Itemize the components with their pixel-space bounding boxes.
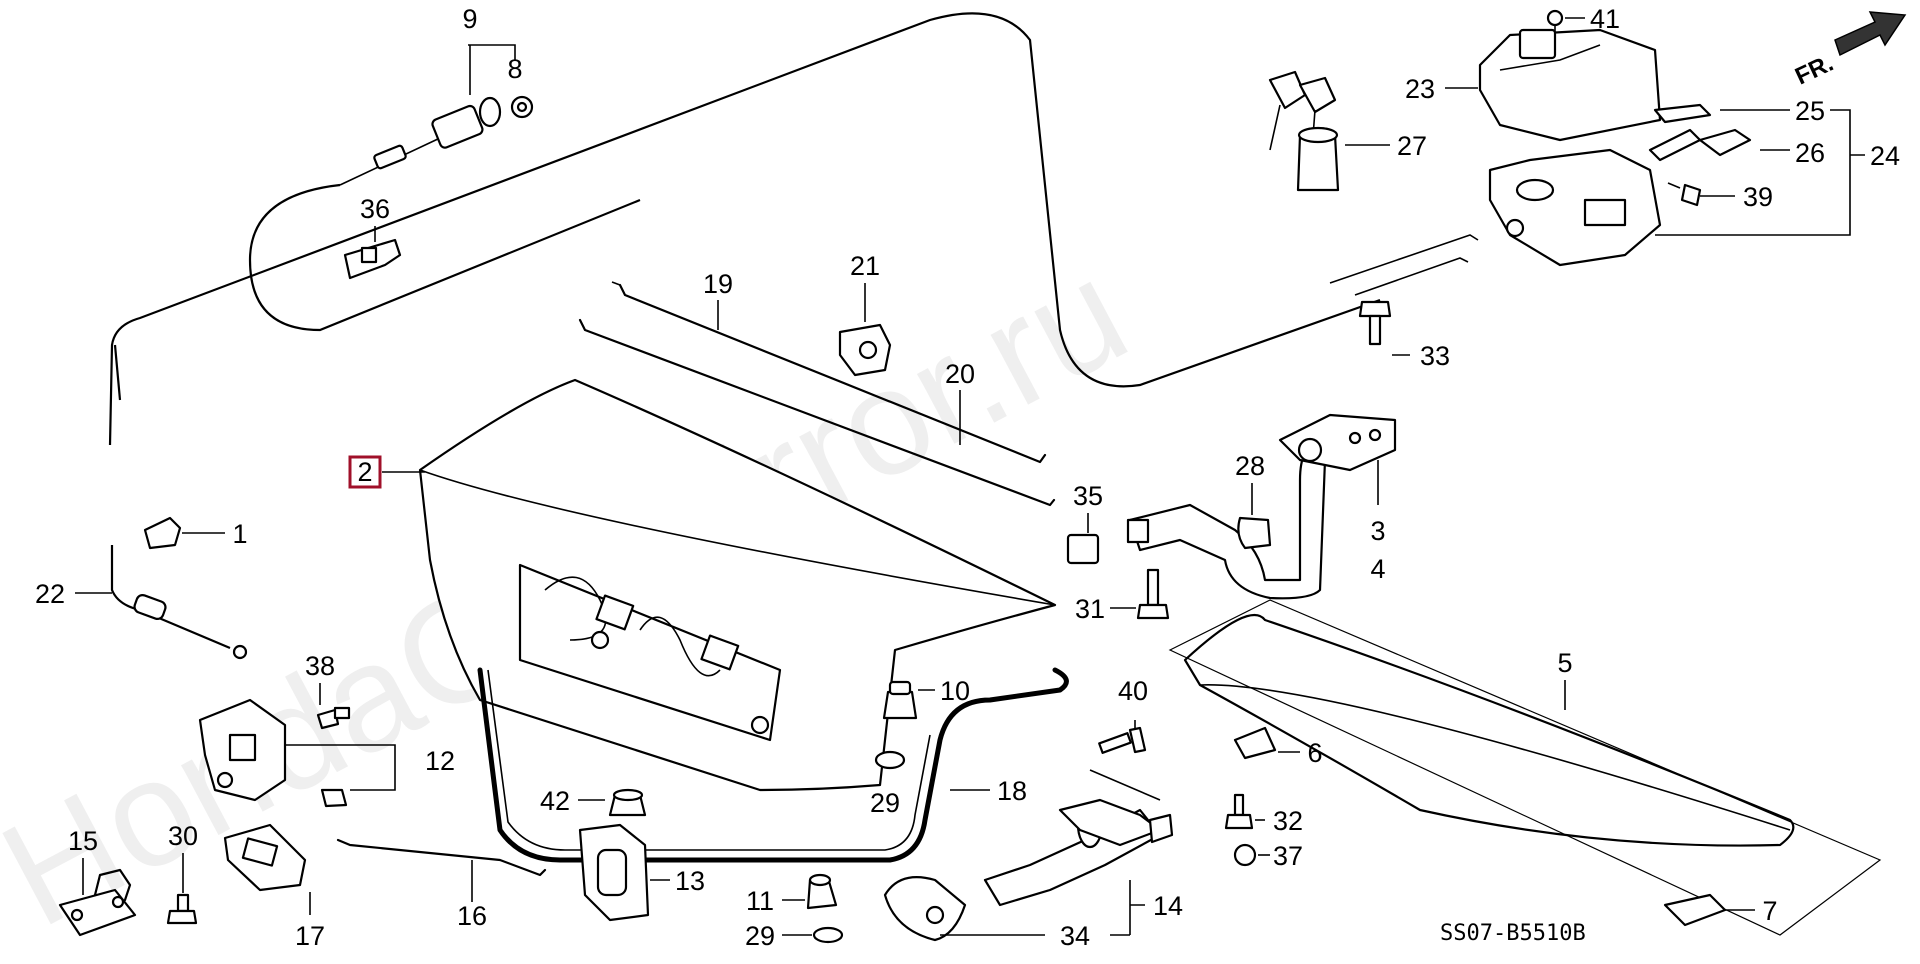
callout-19: 19 <box>703 269 733 299</box>
callout-32: 32 <box>1273 806 1303 836</box>
callout-12: 12 <box>425 746 455 776</box>
key-and-cylinder[interactable] <box>1268 70 1340 192</box>
callout-34: 34 <box>1060 921 1090 951</box>
spoiler-bracket-7[interactable] <box>1663 893 1727 927</box>
latch-plate-26[interactable] <box>1698 128 1752 157</box>
hinge-cushion-28[interactable] <box>1237 516 1272 550</box>
rod-16[interactable] <box>336 838 547 877</box>
callout-17: 17 <box>295 921 325 951</box>
grommet-42[interactable] <box>608 788 647 817</box>
callout-2[interactable]: 2 <box>357 457 372 487</box>
rod-clip-21[interactable] <box>838 323 892 377</box>
callout-9: 9 <box>462 4 477 34</box>
callout-37: 37 <box>1273 841 1303 871</box>
callout-15: 15 <box>68 826 98 856</box>
callout-26: 26 <box>1795 138 1825 168</box>
bolt-38[interactable] <box>316 706 351 730</box>
callout-22: 22 <box>35 579 65 609</box>
callout-3: 3 <box>1370 516 1385 546</box>
callout-8: 8 <box>507 54 522 84</box>
screw-41[interactable] <box>1546 9 1564 38</box>
callout-29-lower: 29 <box>745 921 775 951</box>
callout-33: 33 <box>1420 341 1450 371</box>
callout-14: 14 <box>1153 891 1183 921</box>
diagram-code: SS07-B5510B <box>1440 921 1586 946</box>
callout-2-highlight <box>348 455 382 489</box>
front-direction-arrow-icon <box>1834 11 1907 57</box>
latch-bracket-12[interactable] <box>198 698 287 802</box>
direction-label: FR. <box>1791 50 1837 91</box>
callout-36: 36 <box>360 194 390 224</box>
callout-38: 38 <box>305 651 335 681</box>
lock-cover-13[interactable] <box>578 823 650 922</box>
bolt-32[interactable] <box>1224 793 1254 830</box>
callout-6: 6 <box>1307 738 1322 768</box>
callout-42: 42 <box>540 786 570 816</box>
stopper-10[interactable] <box>882 680 918 720</box>
callout-7: 7 <box>1762 896 1777 926</box>
trunk-lid[interactable] <box>418 378 1057 792</box>
bolt-33[interactable] <box>1358 300 1392 346</box>
callout-31: 31 <box>1075 594 1105 624</box>
callout-25: 25 <box>1795 96 1825 126</box>
callout-24: 24 <box>1870 141 1900 171</box>
trunk-opener-handle[interactable] <box>983 798 1174 907</box>
switch-housing-17[interactable] <box>223 823 307 892</box>
key-cylinder-cable-loop <box>248 183 641 332</box>
clip-35[interactable] <box>1066 533 1100 565</box>
cable-clip-1[interactable] <box>143 516 182 550</box>
callout-21: 21 <box>850 251 880 281</box>
callout-18: 18 <box>997 776 1027 806</box>
o-ring-29-upper[interactable] <box>874 750 906 770</box>
bolt-40[interactable] <box>1098 726 1147 754</box>
callout-23: 23 <box>1405 74 1435 104</box>
stopper-11[interactable] <box>806 873 838 910</box>
leader-12 <box>285 744 396 791</box>
callout-20: 20 <box>945 359 975 389</box>
callout-1: 1 <box>232 519 247 549</box>
leader-9 <box>468 44 516 95</box>
callout-13: 13 <box>675 866 705 896</box>
cable-clip-36[interactable] <box>343 238 402 280</box>
callout-30: 30 <box>168 821 198 851</box>
release-cable <box>108 12 1381 446</box>
latch-cover[interactable] <box>1478 28 1662 142</box>
latch-switch-25[interactable] <box>1653 103 1712 124</box>
callout-41: 41 <box>1590 4 1620 34</box>
trunk-latch[interactable] <box>1488 128 1702 267</box>
callout-10: 10 <box>940 676 970 706</box>
bolt-30[interactable] <box>166 893 198 925</box>
clip-12[interactable] <box>320 788 348 808</box>
bolt-39[interactable] <box>1667 182 1702 207</box>
callout-5: 5 <box>1557 648 1572 678</box>
spoiler-bracket-6[interactable] <box>1233 726 1277 760</box>
trunk-hinge[interactable] <box>1126 413 1397 600</box>
bolt-31[interactable] <box>1136 568 1170 620</box>
leader-40 <box>1089 720 1161 801</box>
callout-16: 16 <box>457 901 487 931</box>
latch-rods <box>1329 234 1479 296</box>
nut-37[interactable] <box>1233 843 1257 867</box>
callout-11: 11 <box>746 886 774 916</box>
trunk-weatherstrip[interactable] <box>477 667 1069 863</box>
callout-29-upper: 29 <box>870 788 900 818</box>
leaders-24-25-26 <box>1655 109 1865 236</box>
rear-spoiler[interactable] <box>1168 599 1882 936</box>
callout-40: 40 <box>1118 676 1148 706</box>
release-cable-lower <box>113 344 122 401</box>
leaders-14-34 <box>940 880 1145 936</box>
o-ring-29-lower[interactable] <box>812 926 844 944</box>
opener-cable-end[interactable] <box>110 545 248 660</box>
callout-35: 35 <box>1073 481 1103 511</box>
trunk-striker-15[interactable] <box>58 868 137 937</box>
callout-39: 39 <box>1743 182 1773 212</box>
callout-4: 4 <box>1370 554 1385 584</box>
lock-rods[interactable] <box>578 281 1056 507</box>
gasket-34[interactable] <box>883 876 967 942</box>
callout-28: 28 <box>1235 451 1265 481</box>
callout-27: 27 <box>1397 131 1427 161</box>
trunk-lock-cylinder[interactable] <box>339 95 534 186</box>
